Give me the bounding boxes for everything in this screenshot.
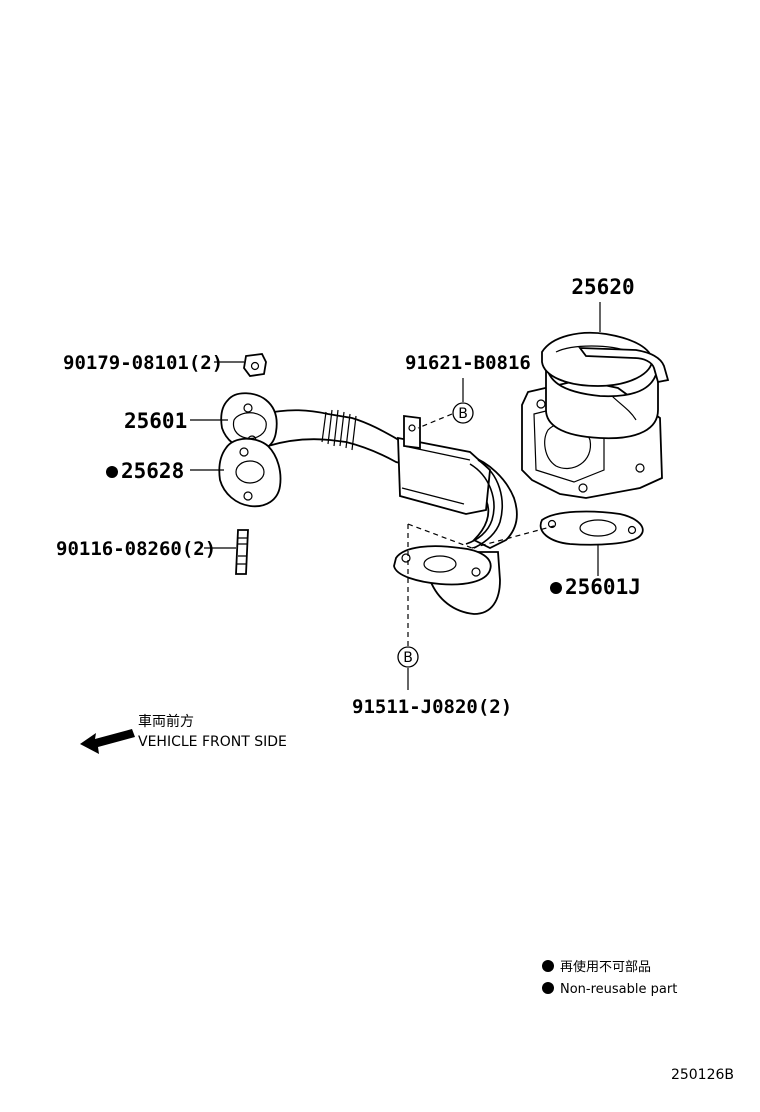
front-direction-jp: 車両前方 bbox=[138, 713, 194, 730]
legend-en: Non-reusable part bbox=[560, 982, 677, 997]
callout-b-lower: B bbox=[397, 646, 419, 668]
dashed-ref-lower-diag bbox=[407, 523, 473, 549]
part-number-91621: 91621-B0816 bbox=[405, 352, 531, 374]
front-direction-en: VEHICLE FRONT SIDE bbox=[138, 734, 287, 750]
part-number-90179: 90179-08101(2) bbox=[63, 352, 223, 374]
egr-valve-part bbox=[521, 331, 670, 499]
legend-bullet-icon bbox=[542, 982, 554, 994]
part-number-25620: 25620 bbox=[571, 275, 634, 299]
stud-90116-part bbox=[235, 529, 249, 575]
legend-jp: 再使用不可部品 bbox=[560, 959, 651, 975]
part-number-25601: 25601 bbox=[124, 409, 187, 433]
front-direction-indicator: 車両前方 VEHICLE FRONT SIDE bbox=[80, 713, 287, 754]
legend: 再使用不可部品 Non-reusable part bbox=[542, 959, 677, 997]
callout-b-upper: B bbox=[452, 402, 474, 424]
non-reusable-bullet-25628 bbox=[106, 466, 118, 478]
callout-b-lower-label: B bbox=[403, 650, 413, 666]
part-number-25628: 25628 bbox=[121, 459, 184, 483]
part-number-90116: 90116-08260(2) bbox=[56, 538, 216, 560]
part-number-91511: 91511-J0820(2) bbox=[352, 696, 512, 718]
callout-b-upper-label: B bbox=[458, 406, 468, 422]
gasket-25628-part bbox=[218, 437, 282, 508]
part-number-25601j: 25601J bbox=[565, 575, 641, 599]
bolt-90179-part bbox=[243, 353, 267, 377]
legend-bullet-icon bbox=[542, 960, 554, 972]
lower-flange-part bbox=[393, 545, 492, 586]
gasket-25601j-part bbox=[539, 510, 644, 546]
dashed-ref-upper bbox=[417, 413, 453, 429]
arrow-left-icon bbox=[80, 729, 135, 754]
diagram-code: 250126B bbox=[671, 1067, 734, 1083]
egr-pipe-part bbox=[260, 409, 518, 615]
non-reusable-bullet-25601j bbox=[550, 582, 562, 594]
